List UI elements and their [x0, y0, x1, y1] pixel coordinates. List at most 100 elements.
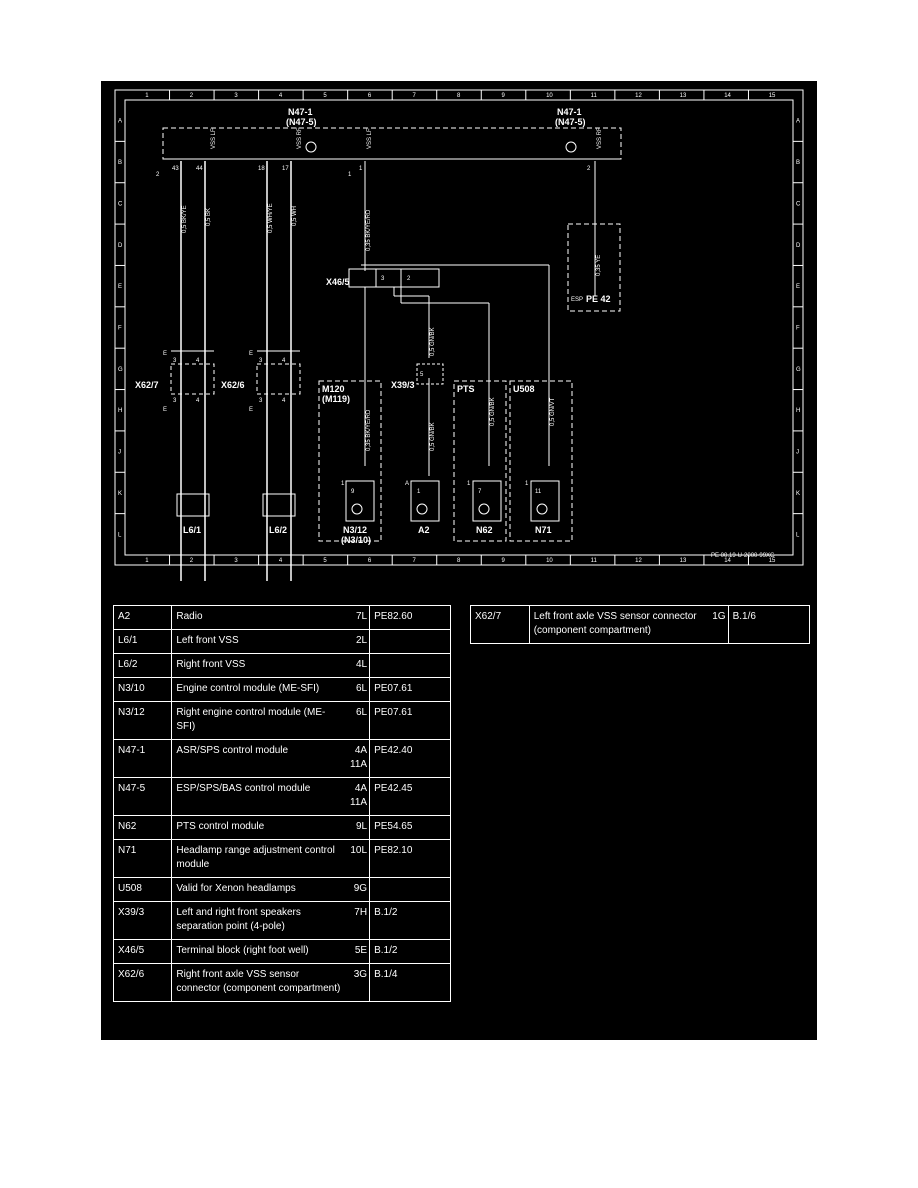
row-label: C	[796, 201, 801, 207]
legend-ref: PE42.45	[369, 777, 451, 816]
legend-code: U508	[112, 877, 173, 902]
legend-loc: 6L	[344, 677, 371, 702]
x62-6-label: X62/6	[221, 380, 245, 390]
l6-1-body	[176, 493, 210, 517]
legend-code: N47-5	[112, 777, 173, 816]
e-label-3: E	[163, 407, 167, 413]
legend-loc: 10L	[344, 839, 371, 878]
row-label: K	[118, 491, 122, 497]
row-label: J	[118, 450, 121, 456]
row-label: G	[118, 367, 123, 373]
legend-code: L6/1	[112, 629, 173, 654]
legend-desc: Right front axle VSS sensor connector (c…	[171, 963, 345, 1002]
col-label: 15	[769, 558, 776, 564]
a2-side-A: A	[405, 481, 409, 487]
n3-12-body	[345, 480, 375, 522]
legend-ref: PE07.61	[369, 701, 451, 740]
x62-7-pin-4b: 4	[196, 398, 200, 404]
x62-6-pin-3b: 3	[259, 398, 263, 404]
legend-desc: Right front VSS	[171, 653, 345, 678]
row-label: L	[796, 532, 800, 538]
u508-box	[509, 380, 573, 542]
pin-43: 43	[172, 166, 179, 172]
row-label: A	[118, 119, 122, 125]
pin-2: 2	[587, 166, 591, 172]
pts-label: PTS	[457, 384, 475, 394]
col-label: 2	[190, 93, 194, 99]
col-label: 13	[680, 93, 687, 99]
conn-1: 1	[348, 172, 352, 178]
row-label: H	[796, 408, 800, 414]
x62-7-pin-3b: 3	[173, 398, 177, 404]
col-label: 5	[323, 93, 327, 99]
col-label: 8	[457, 93, 461, 99]
pe42-label: PE 42	[586, 294, 611, 304]
legend-ref: B.1/2	[369, 901, 451, 940]
x62-6-pin-4b: 4	[282, 398, 286, 404]
a2-body	[410, 480, 440, 522]
col-label: 7	[412, 558, 416, 564]
col-label: 9	[502, 558, 506, 564]
wire-label-w10: 0,5 GN/BK	[490, 397, 496, 426]
n71-body	[530, 480, 560, 522]
legend-ref: PE07.61	[369, 677, 451, 702]
legend-loc: 9L	[344, 815, 371, 840]
m120-label: M120	[322, 384, 345, 394]
wire-label-w5: 0,35 BK/YE/RD	[366, 209, 372, 251]
legend-code: A2	[112, 605, 173, 630]
row-label: B	[118, 160, 122, 166]
row-label: C	[118, 201, 123, 207]
m119-label: (M119)	[322, 394, 350, 404]
wire-label-w4: 0,5 WH	[292, 206, 298, 226]
col-label: 2	[190, 558, 194, 564]
legend-desc: Left front VSS	[171, 629, 345, 654]
legend-desc: ESP/SPS/BAS control module	[171, 777, 345, 816]
legend-loc: 1G	[702, 605, 729, 644]
col-label: 12	[635, 558, 642, 564]
pe42-box	[567, 223, 621, 312]
wiring-diagram: N47-1 (N47-5) N47-1 (N47-5) X46/5 X62/7 …	[114, 89, 804, 581]
legend-loc: 4A 11A	[344, 777, 371, 816]
wire-label-w11: 0,5 GN/VT	[550, 397, 556, 426]
col-label: 11	[591, 558, 598, 564]
column-ticks	[169, 90, 749, 565]
col-label: 7	[412, 93, 416, 99]
legend-code: N62	[112, 815, 173, 840]
legend-code: X39/3	[112, 901, 173, 940]
col-label: 3	[234, 93, 238, 99]
wire-label-w3: 0,5 WH/YE	[268, 203, 274, 233]
row-label: L	[118, 532, 122, 538]
legend-code: X62/7	[470, 605, 530, 644]
pts-box	[453, 380, 507, 542]
n62-pin-7: 7	[478, 489, 482, 495]
legend-desc: ASR/SPS control module	[171, 739, 345, 778]
legend-loc: 7H	[344, 901, 371, 940]
a2-label: A2	[418, 525, 430, 535]
row-label: H	[118, 408, 122, 414]
x62-7-pin-4: 4	[196, 358, 200, 364]
row-label: F	[118, 326, 122, 332]
legend-desc: Terminal block (right foot well)	[171, 939, 345, 964]
legend-loc: 9G	[344, 877, 371, 902]
legend-loc: 2L	[344, 629, 371, 654]
legend-ref: PE82.60	[369, 605, 451, 630]
legend-ref: B.1/2	[369, 939, 451, 964]
col-label: 13	[680, 558, 687, 564]
pin-label-vss-lf-a: VSS LF	[211, 128, 217, 149]
col-label: 5	[323, 558, 327, 564]
legend-code: N3/10	[112, 677, 173, 702]
legend-desc: Headlamp range adjustment control module	[171, 839, 345, 878]
pin-label-vss-rf-a: VSS RF	[297, 127, 303, 149]
col-label: 15	[769, 93, 776, 99]
n47-right-line2: (N47-5)	[555, 117, 586, 127]
conn-2: 2	[156, 172, 160, 178]
legend-desc: PTS control module	[171, 815, 345, 840]
